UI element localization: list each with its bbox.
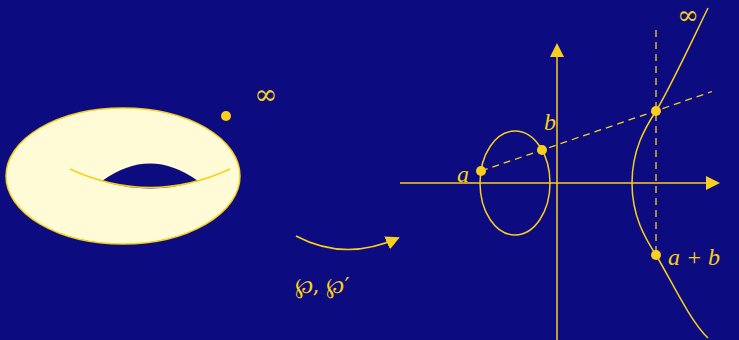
map-label: ℘, ℘′	[295, 275, 350, 297]
secant-line	[481, 92, 712, 172]
point-dot	[651, 106, 661, 116]
point-dot	[651, 250, 661, 260]
point-label: b	[544, 110, 556, 134]
infinity-label: ∞	[677, 2, 699, 28]
vertical-line	[655, 30, 656, 255]
curve-branch	[632, 8, 708, 338]
torus-hole-edge	[70, 169, 230, 188]
infinity-label: ∞	[254, 81, 277, 109]
y-axis	[556, 45, 558, 340]
torus-body	[6, 108, 240, 244]
x-axis	[400, 182, 718, 184]
point-dot	[537, 145, 547, 155]
point-label: a + b	[668, 245, 720, 269]
point-dot	[221, 111, 231, 121]
map-arrow	[296, 236, 398, 250]
point-label: a	[457, 162, 469, 186]
curve-oval	[480, 131, 550, 235]
point-dot	[476, 166, 486, 176]
